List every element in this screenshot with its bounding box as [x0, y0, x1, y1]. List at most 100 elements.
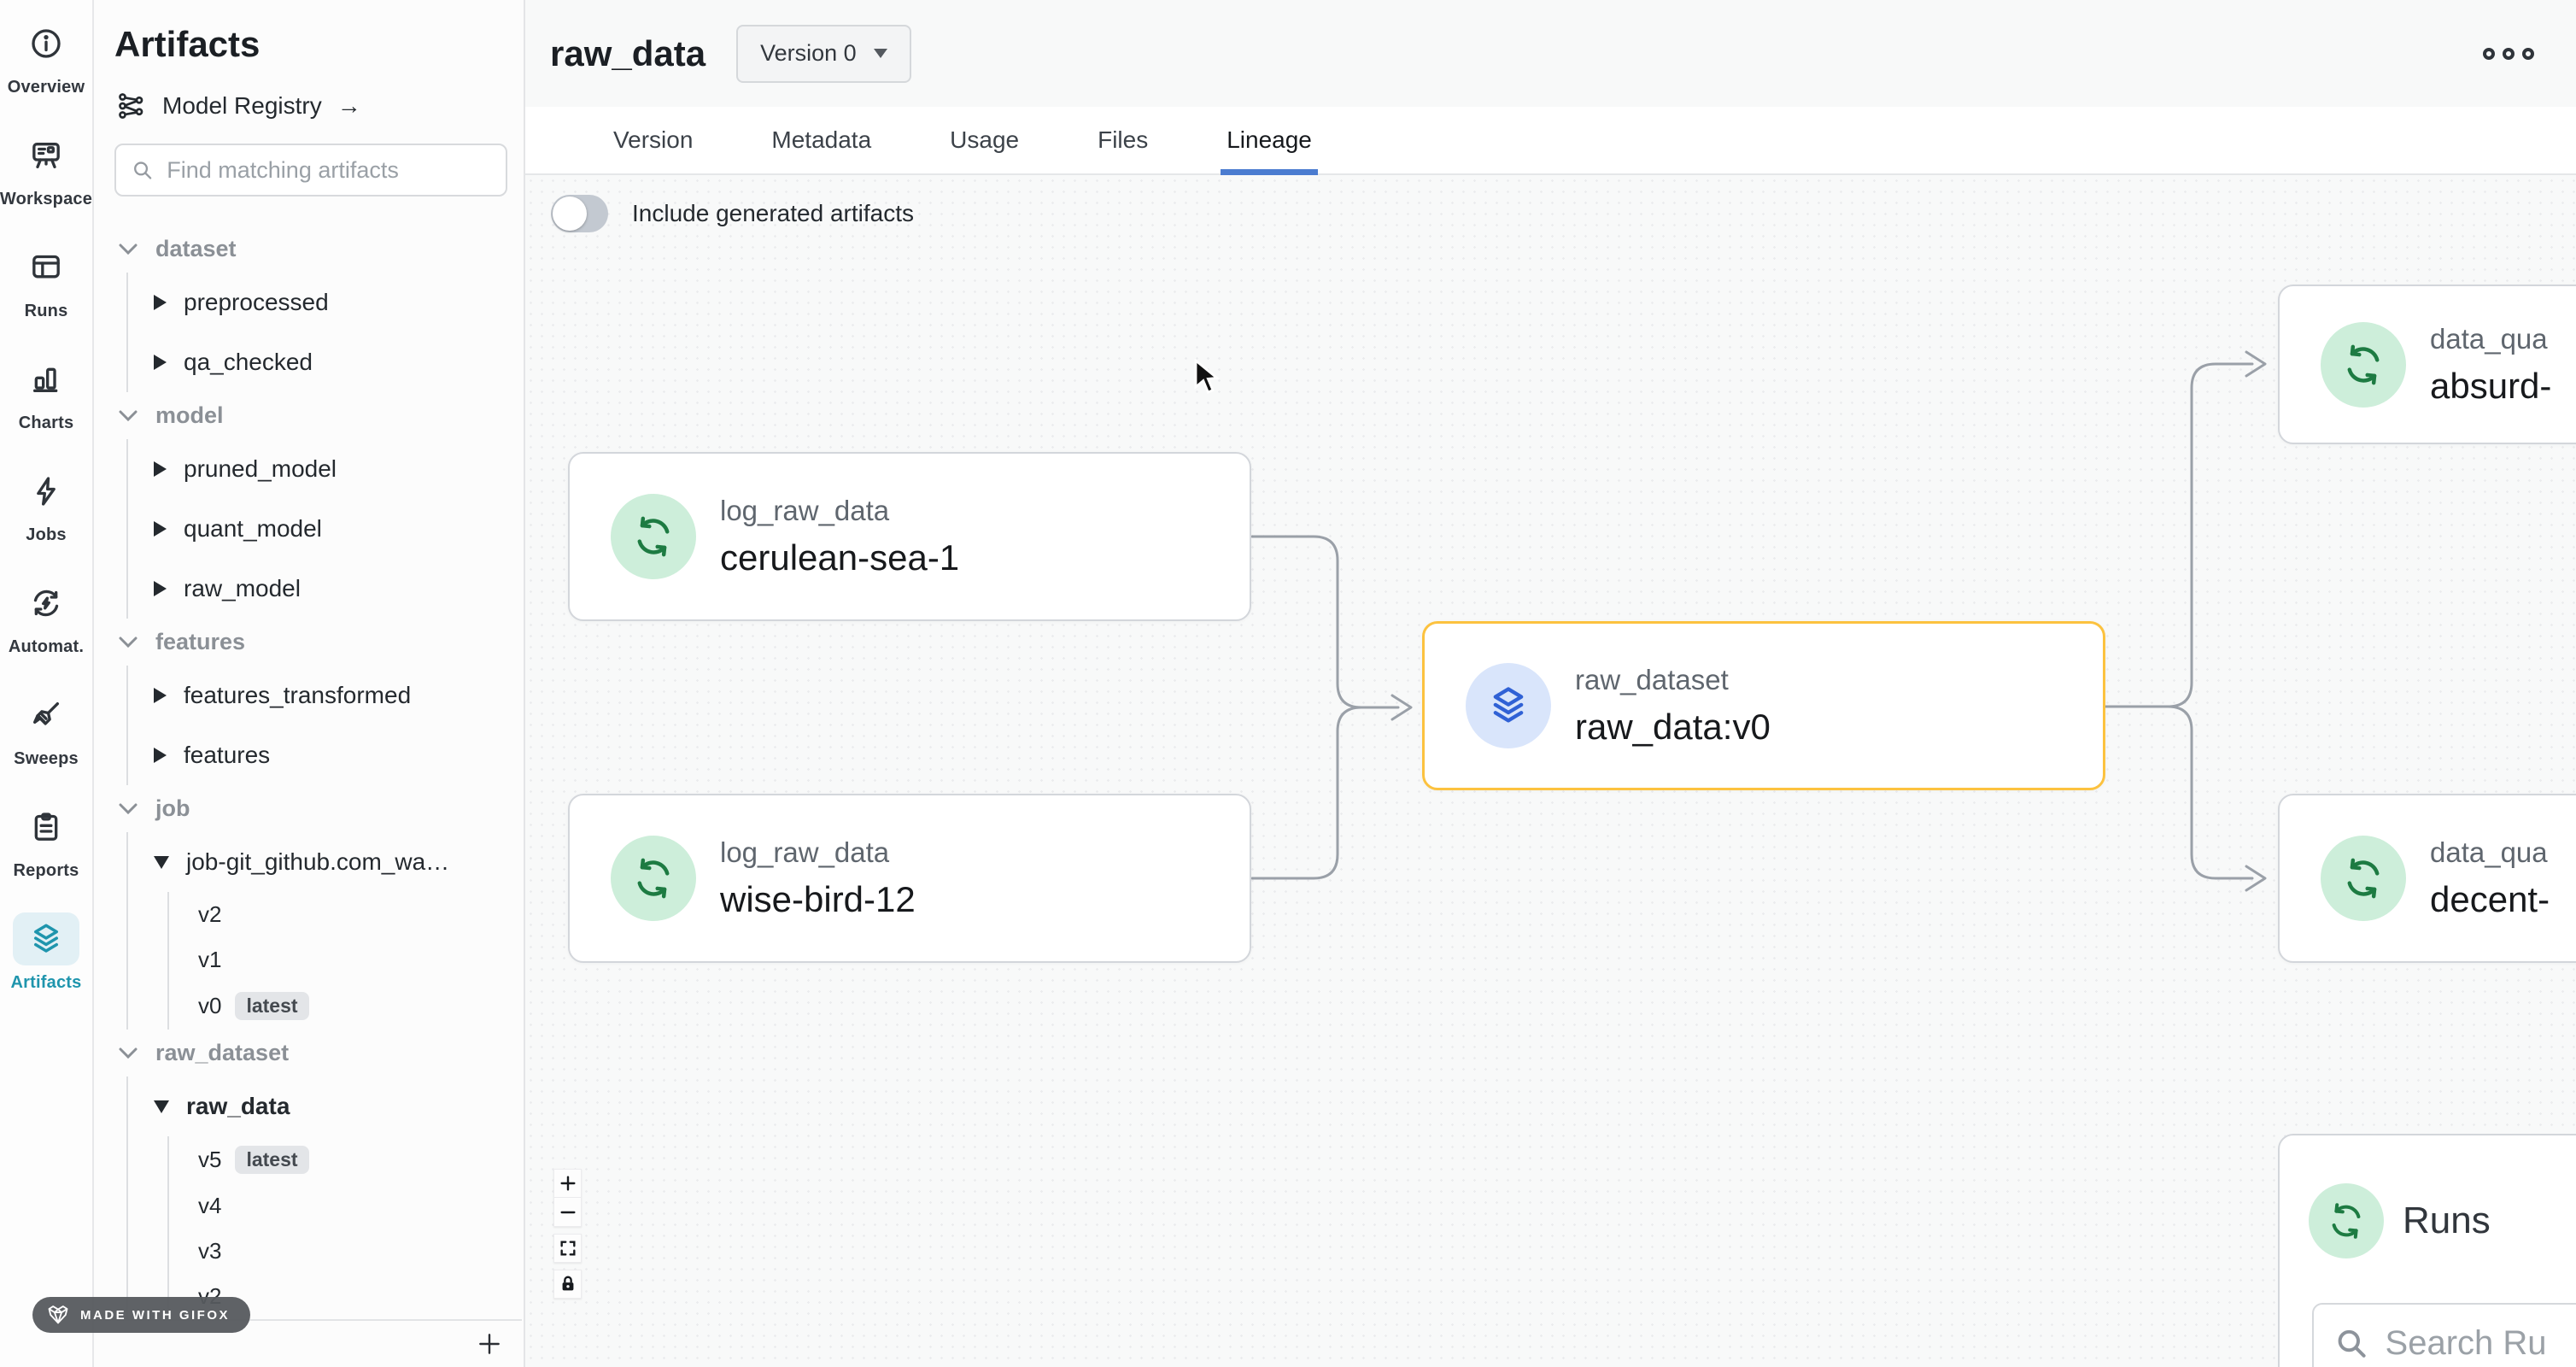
- canvas-controls: [553, 1169, 582, 1299]
- nav-label: Workspace: [0, 190, 93, 208]
- node-name: cerulean-sea-1: [720, 537, 960, 578]
- nav-item-jobs[interactable]: Jobs: [0, 465, 92, 545]
- fox-icon: [48, 1305, 68, 1324]
- arrowhead: [1390, 694, 1413, 721]
- version-dropdown[interactable]: Version 0: [736, 24, 911, 83]
- nav-item-overview[interactable]: Overview: [0, 17, 92, 97]
- tree-item[interactable]: features: [154, 725, 524, 785]
- automations-icon: [13, 577, 79, 630]
- tree-group-raw-dataset[interactable]: raw_dataset: [114, 1030, 524, 1077]
- lineage-node-wise-bird-12[interactable]: log_raw_data wise-bird-12: [568, 794, 1251, 963]
- runs-table-icon: [13, 241, 79, 294]
- chevron-down-icon: [119, 1047, 138, 1059]
- lineage-node-cerulean-sea-1[interactable]: log_raw_data cerulean-sea-1: [568, 452, 1251, 621]
- collapse-arrow-icon: [154, 355, 167, 370]
- reports-icon: [13, 801, 79, 854]
- artifact-icon: [1466, 663, 1551, 748]
- minus-icon: [559, 1211, 576, 1213]
- fit-view-button[interactable]: [553, 1234, 582, 1263]
- sweeps-icon: [13, 689, 79, 742]
- version-row[interactable]: v2: [198, 901, 222, 927]
- collapse-arrow-icon: [154, 688, 167, 703]
- collapse-arrow-icon: [154, 521, 167, 537]
- runs-panel-title: Runs: [2403, 1200, 2491, 1241]
- nav-label: Overview: [7, 78, 85, 97]
- version-row[interactable]: v1: [198, 947, 222, 972]
- zoom-out-button[interactable]: [553, 1198, 582, 1227]
- tree-item[interactable]: raw_model: [154, 559, 524, 619]
- nav-item-charts[interactable]: Charts: [0, 353, 92, 433]
- tree-item[interactable]: features_transformed: [154, 666, 524, 725]
- tree-item[interactable]: preprocessed: [154, 273, 524, 332]
- tree-group-job[interactable]: job: [114, 785, 524, 832]
- expand-arrow-icon: [154, 855, 169, 869]
- add-artifact-button[interactable]: [476, 1330, 503, 1358]
- tree-item[interactable]: quant_model: [154, 499, 524, 559]
- toggle-row: Include generated artifacts: [551, 195, 914, 232]
- chevron-down-icon: [119, 803, 138, 814]
- zoom-in-button[interactable]: [553, 1169, 582, 1198]
- chevron-down-icon: [119, 637, 138, 648]
- tree-item[interactable]: pruned_model: [154, 439, 524, 499]
- search-icon: [2338, 1329, 2366, 1358]
- lock-button[interactable]: [553, 1270, 582, 1299]
- artifact-search-input[interactable]: [167, 156, 490, 184]
- nav-item-sweeps[interactable]: Sweeps: [0, 689, 92, 769]
- tree-group-model[interactable]: model: [114, 392, 524, 439]
- panel-title: Artifacts: [114, 24, 261, 64]
- nav-item-workspace[interactable]: Workspace: [0, 129, 92, 209]
- nav-item-reports[interactable]: Reports: [0, 801, 92, 881]
- tab-metadata[interactable]: Metadata: [771, 126, 872, 153]
- collapse-arrow-icon: [154, 461, 167, 477]
- runs-search-box: [2312, 1303, 2576, 1367]
- nav-item-automations[interactable]: Automat.: [0, 577, 92, 657]
- lineage-node-decent[interactable]: data_qua decent-: [2278, 794, 2576, 963]
- node-name: decent-: [2430, 879, 2550, 919]
- version-row[interactable]: v4: [198, 1193, 222, 1218]
- node-name: raw_data:v0: [1575, 707, 1771, 747]
- artifacts-panel: Artifacts Model Registry → dataset prepr…: [94, 0, 525, 1367]
- lock-icon: [562, 1276, 573, 1291]
- tree-item-raw-data[interactable]: raw_data: [154, 1077, 524, 1136]
- version-row[interactable]: v3: [198, 1238, 222, 1264]
- model-registry-label: Model Registry: [162, 92, 322, 119]
- jobs-icon: [13, 465, 79, 518]
- node-type-label: raw_dataset: [1575, 664, 1729, 695]
- artifact-search-box: [114, 144, 507, 197]
- mouse-cursor: [1194, 359, 1221, 394]
- artifacts-icon: [13, 912, 79, 965]
- chevron-down-icon: [119, 410, 138, 421]
- model-registry-icon: [119, 93, 143, 119]
- info-icon: [13, 17, 79, 70]
- artifact-tabs: Version Metadata Usage Files Lineage: [525, 107, 2576, 175]
- gifox-label: MADE WITH GIFOX: [80, 1307, 230, 1323]
- arrowhead: [2245, 350, 2267, 378]
- lineage-canvas[interactable]: Include generated artifacts: [525, 175, 2576, 1367]
- tab-version[interactable]: Version: [613, 126, 694, 153]
- tab-lineage[interactable]: Lineage: [1221, 107, 1318, 175]
- runs-panel[interactable]: Runs: [2278, 1134, 2576, 1367]
- tab-files[interactable]: Files: [1098, 126, 1149, 153]
- plus-icon: [559, 1176, 576, 1191]
- tab-usage[interactable]: Usage: [950, 126, 1020, 153]
- nav-item-artifacts[interactable]: Artifacts: [0, 912, 92, 993]
- collapse-arrow-icon: [154, 581, 167, 596]
- nav-item-runs[interactable]: Runs: [0, 241, 92, 321]
- tree-item[interactable]: job-git_github.com_wa…: [154, 832, 524, 892]
- expand-arrow-icon: [154, 1100, 169, 1113]
- arrowhead: [2245, 865, 2267, 892]
- ellipsis-icon: [2483, 48, 2534, 60]
- collapse-arrow-icon: [154, 295, 167, 310]
- tree-group-dataset[interactable]: dataset: [114, 226, 524, 273]
- model-registry-link[interactable]: Model Registry →: [116, 91, 524, 121]
- tree-item[interactable]: qa_checked: [154, 332, 524, 392]
- overflow-menu-button[interactable]: [2480, 44, 2537, 67]
- tree-group-features[interactable]: features: [114, 619, 524, 666]
- lineage-node-raw-data-v0-selected[interactable]: raw_dataset raw_data:v0: [1422, 621, 2105, 790]
- include-generated-toggle[interactable]: [551, 195, 608, 232]
- search-icon: [134, 161, 152, 179]
- lineage-node-absurd[interactable]: data_qua absurd-: [2278, 285, 2576, 444]
- runs-search-input[interactable]: [2385, 1323, 2576, 1363]
